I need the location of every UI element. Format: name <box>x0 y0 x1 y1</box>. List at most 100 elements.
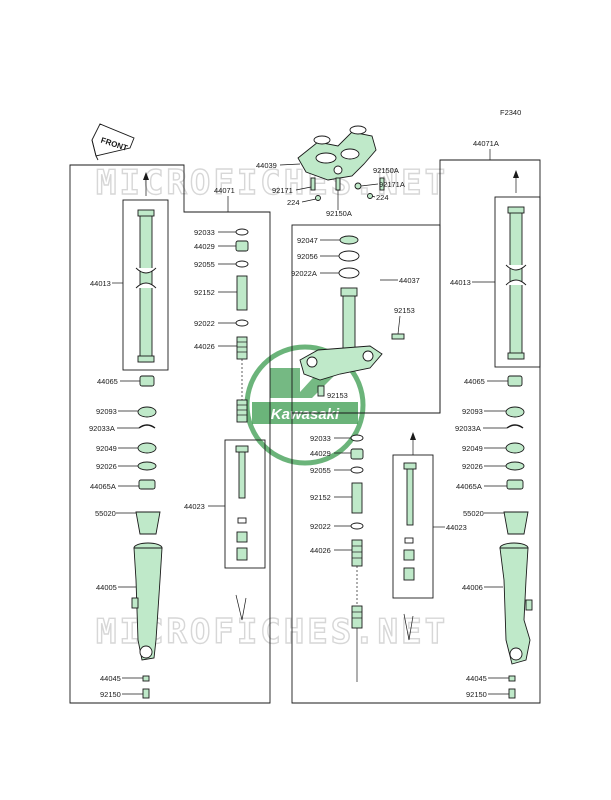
label-92152-left: 92152 <box>194 288 215 297</box>
washer-92022-right-part <box>350 522 364 530</box>
label-92153-lower: 92153 <box>327 391 348 400</box>
label-92150a-top: 92150A <box>373 166 399 175</box>
seal-92049-right-part <box>505 442 525 454</box>
label-44039: 44039 <box>256 161 277 170</box>
label-44065-left: 44065 <box>97 377 118 386</box>
label-44023-left: 44023 <box>184 502 205 511</box>
label-92093-right: 92093 <box>462 407 483 416</box>
label-55020-right: 55020 <box>463 509 484 518</box>
label-92026-left: 92026 <box>96 462 117 471</box>
label-92152-right: 92152 <box>310 493 331 502</box>
label-44029-right: 44029 <box>310 449 331 458</box>
label-92056: 92056 <box>297 252 318 261</box>
oring-92055-left-part <box>235 260 249 268</box>
label-44026-right: 44026 <box>310 546 331 555</box>
label-92033-right: 92033 <box>310 434 331 443</box>
label-44071: 44071 <box>214 186 235 195</box>
label-44065a-right: 44065A <box>456 482 482 491</box>
left-cartridge-box <box>224 439 266 569</box>
steering-stem-44037-part <box>299 287 383 381</box>
label-92153-upper: 92153 <box>394 306 415 315</box>
label-92055-right: 92055 <box>310 466 331 475</box>
label-44005: 44005 <box>96 583 117 592</box>
logo-text: Kawasaki <box>271 406 340 423</box>
washer-92026-right-part <box>505 461 525 471</box>
nut-224-left-part <box>315 195 321 201</box>
cap-44029-right-part <box>350 448 364 460</box>
oring-92033-right-part <box>350 434 364 442</box>
washer-92026-left-part <box>137 461 157 471</box>
label-92033a-right: 92033A <box>455 424 481 433</box>
clip-92033a-right-part <box>506 424 524 429</box>
bushing-44065a-left-part <box>138 479 156 490</box>
bolt-92150a-part <box>335 177 341 191</box>
label-92171a: 92171A <box>379 180 405 189</box>
label-44023-right: 44023 <box>446 523 467 532</box>
label-44029-left: 44029 <box>194 242 215 251</box>
label-92049-left: 92049 <box>96 444 117 453</box>
label-44037: 44037 <box>399 276 420 285</box>
oring-92055-right-part <box>350 466 364 474</box>
stem-box <box>291 224 441 414</box>
label-92150-left: 92150 <box>100 690 121 699</box>
seal-92093-left-part <box>137 406 157 418</box>
bolt-92153-upper-part <box>391 333 405 340</box>
bolt-92150-left-part <box>142 688 150 699</box>
left-fork-frame <box>69 164 271 704</box>
label-224-left: 224 <box>287 198 300 207</box>
bolt-92150a-top-part <box>379 177 385 191</box>
figure-code: F2340 <box>500 108 521 117</box>
nut-224-part <box>367 193 373 199</box>
label-44045-right: 44045 <box>466 674 487 683</box>
spring-44026-right-part <box>351 539 363 629</box>
protector-55020-right-part <box>503 511 529 535</box>
label-92022a: 92022A <box>291 269 317 278</box>
bushing-44065-right-part <box>507 375 523 387</box>
bolt-92150-right-part <box>508 688 516 699</box>
washer-92056-part <box>338 250 360 262</box>
cartridge-44023-right-part <box>403 432 417 641</box>
bushing-44065-left-part <box>139 375 155 387</box>
collar-92152-right-part <box>351 482 363 514</box>
label-92047: 92047 <box>297 236 318 245</box>
cartridge-44023-left-part <box>235 445 249 621</box>
left-outer-tube-part <box>131 542 163 661</box>
label-92150a-bottom: 92150A <box>326 209 352 218</box>
label-92026-right: 92026 <box>462 462 483 471</box>
label-92150-right: 92150 <box>466 690 487 699</box>
upper-bracket-part <box>297 125 377 181</box>
left-tube-box <box>122 199 169 371</box>
nut-92047-part <box>339 235 359 245</box>
cap-44029-left-part <box>235 240 249 252</box>
oring-92033-left-part <box>235 228 249 236</box>
label-92055-left: 92055 <box>194 260 215 269</box>
label-44071a: 44071A <box>473 139 499 148</box>
washer-92022a-part <box>338 267 360 279</box>
right-outer-tube-part <box>499 542 533 665</box>
front-arrow-icon: FRONT <box>91 123 135 161</box>
label-44065-right: 44065 <box>464 377 485 386</box>
spring-44026-left-part <box>236 336 248 423</box>
left-inner-tube-part <box>135 209 157 363</box>
label-44013-right: 44013 <box>450 278 471 287</box>
right-inner-tube-part <box>505 206 527 360</box>
collar-92152-left-part <box>236 275 248 311</box>
label-44013-left: 44013 <box>90 279 111 288</box>
label-55020-left: 55020 <box>95 509 116 518</box>
label-92033-left: 92033 <box>194 228 215 237</box>
seal-92093-right-part <box>505 406 525 418</box>
watermark-top: MICROFICHES.NET <box>96 163 448 203</box>
label-44026-left: 44026 <box>194 342 215 351</box>
label-92049-right: 92049 <box>462 444 483 453</box>
clip-92033a-left-part <box>138 424 156 429</box>
label-92093-left: 92093 <box>96 407 117 416</box>
bushing-44065a-right-part <box>506 479 524 490</box>
label-44065a-left: 44065A <box>90 482 116 491</box>
protector-55020-left-part <box>135 511 161 535</box>
label-224-right: 224 <box>376 193 389 202</box>
washer-92171a-part <box>354 182 362 190</box>
bolt-92171-part <box>310 177 316 191</box>
label-92033a-left: 92033A <box>89 424 115 433</box>
